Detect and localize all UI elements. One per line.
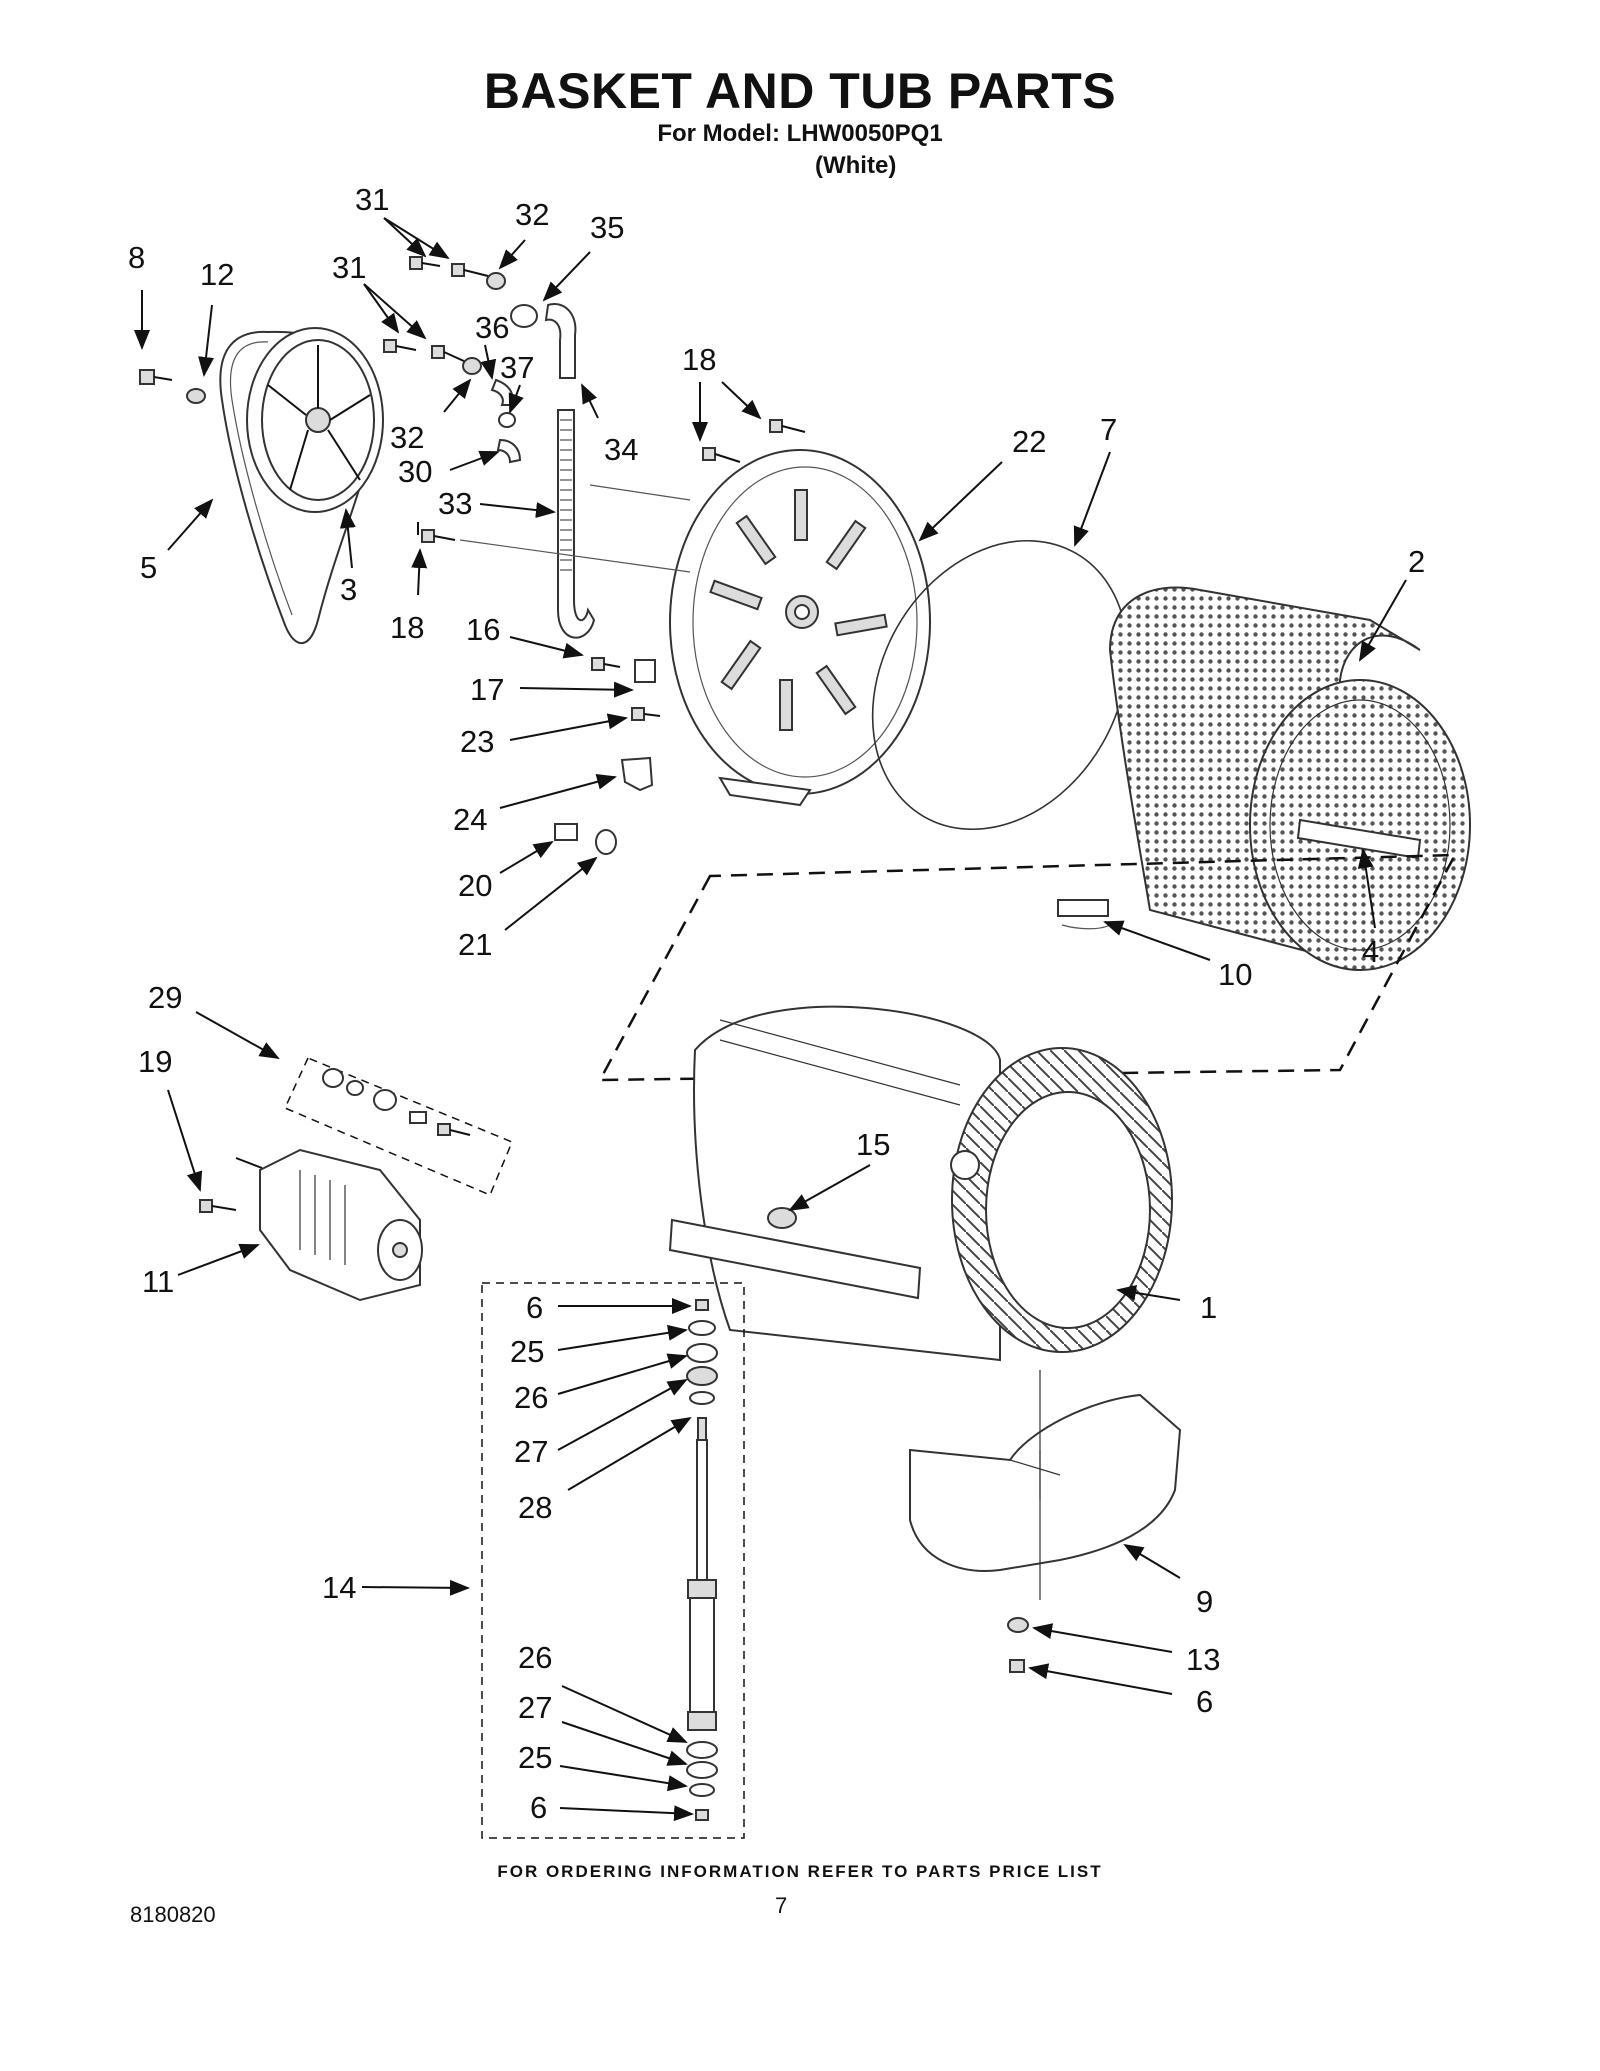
hardware-kit-29-outline bbox=[283, 1057, 513, 1196]
callout-14: 14 bbox=[322, 1570, 356, 1605]
callout-11: 11 bbox=[142, 1264, 174, 1299]
hose-screws-lower bbox=[383, 339, 482, 375]
tub-group-outline bbox=[597, 853, 1458, 1082]
callout-3: 3 bbox=[340, 572, 357, 607]
callout-1: 1 bbox=[1200, 1290, 1217, 1325]
callout-28: 28 bbox=[518, 1490, 552, 1525]
leader-lines bbox=[134, 217, 1407, 1822]
callout-16: 16 bbox=[466, 612, 500, 647]
hose-screws-upper bbox=[409, 256, 506, 290]
washer-nut-13-6 bbox=[1007, 1617, 1029, 1673]
damper-group-14-outline bbox=[481, 1282, 745, 1839]
callout-25-bottom: 25 bbox=[518, 1740, 552, 1775]
elbow-hose-34 bbox=[544, 303, 577, 379]
elbow-36-37-30 bbox=[490, 378, 522, 464]
ordering-note: FOR ORDERING INFORMATION REFER TO PARTS … bbox=[497, 1862, 1103, 1881]
callout-27-bottom: 27 bbox=[518, 1690, 552, 1725]
callout-17: 17 bbox=[470, 672, 504, 707]
callout-23: 23 bbox=[460, 724, 494, 759]
callout-10: 10 bbox=[1218, 957, 1252, 992]
callout-22: 22 bbox=[1012, 424, 1046, 459]
callout-26-bottom: 26 bbox=[518, 1640, 552, 1675]
drive-motor-11 bbox=[235, 1148, 423, 1302]
callout-7: 7 bbox=[1100, 412, 1117, 447]
callout-6-bottom: 6 bbox=[530, 1790, 547, 1825]
callout-32-top: 32 bbox=[515, 197, 549, 232]
callout-26-top: 26 bbox=[514, 1380, 548, 1415]
hose-clamp-35 bbox=[510, 304, 538, 328]
counterweight-9 bbox=[909, 1393, 1182, 1572]
callout-labels: 8 12 5 3 31 31 32 32 35 36 37 30 33 34 1… bbox=[128, 182, 1425, 1825]
callout-24: 24 bbox=[453, 802, 487, 837]
callout-30: 30 bbox=[398, 454, 432, 489]
callout-15: 15 bbox=[856, 1127, 890, 1162]
tub-plug-15 bbox=[767, 1207, 797, 1229]
hardware-kit-29 bbox=[322, 1068, 471, 1136]
callout-36: 36 bbox=[475, 310, 509, 345]
callout-6-right: 6 bbox=[1196, 1684, 1213, 1719]
callout-8: 8 bbox=[128, 240, 145, 275]
pulley-washer bbox=[186, 388, 206, 404]
motor-screw-19 bbox=[199, 1199, 237, 1213]
pulley-bolt bbox=[139, 369, 173, 385]
tub-screws-18 bbox=[421, 419, 806, 543]
callout-31-top: 31 bbox=[355, 182, 389, 217]
callout-27-top: 27 bbox=[514, 1434, 548, 1469]
callout-33: 33 bbox=[438, 486, 472, 521]
rear-tub-22 bbox=[669, 449, 931, 807]
page-title: BASKET AND TUB PARTS bbox=[483, 63, 1117, 119]
outer-tub-1 bbox=[668, 1005, 1173, 1362]
page-number: 7 bbox=[775, 1893, 788, 1918]
callout-9: 9 bbox=[1196, 1584, 1213, 1619]
callout-18-top: 18 bbox=[682, 342, 716, 377]
callout-29: 29 bbox=[148, 980, 182, 1015]
drain-hose-33 bbox=[557, 409, 596, 639]
color-line: (White) bbox=[815, 152, 897, 179]
callout-37: 37 bbox=[500, 350, 534, 385]
basket-2 bbox=[1057, 586, 1471, 971]
model-line: For Model: LHW0050PQ1 bbox=[657, 120, 943, 147]
drive-pulley bbox=[246, 327, 384, 513]
callout-18-left: 18 bbox=[390, 610, 424, 645]
sensor-parts bbox=[554, 657, 661, 855]
tub-seal-7 bbox=[871, 539, 1129, 831]
callout-6-top: 6 bbox=[526, 1290, 543, 1325]
damper-14 bbox=[686, 1299, 718, 1821]
callout-35: 35 bbox=[590, 210, 624, 245]
callout-2: 2 bbox=[1408, 544, 1425, 579]
document-number: 8180820 bbox=[130, 1902, 216, 1927]
callout-20: 20 bbox=[458, 868, 492, 903]
callout-34: 34 bbox=[604, 432, 638, 467]
callout-12: 12 bbox=[200, 257, 234, 292]
callout-32-mid: 32 bbox=[390, 420, 424, 455]
callout-5: 5 bbox=[140, 550, 157, 585]
callout-4: 4 bbox=[1362, 934, 1379, 969]
callout-25-top: 25 bbox=[510, 1334, 544, 1369]
callout-31-mid: 31 bbox=[332, 250, 366, 285]
callout-19: 19 bbox=[138, 1044, 172, 1079]
callout-21: 21 bbox=[458, 927, 492, 962]
callout-13: 13 bbox=[1186, 1642, 1220, 1677]
